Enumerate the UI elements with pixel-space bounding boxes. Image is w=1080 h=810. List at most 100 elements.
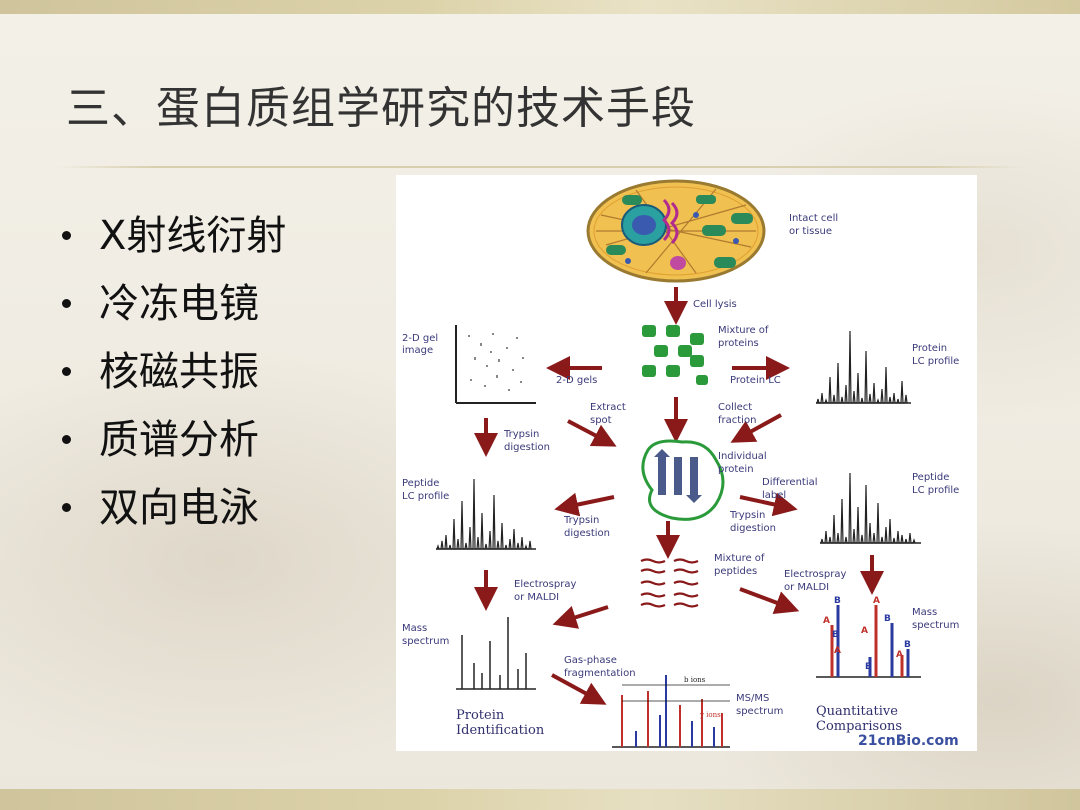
protein-identification-label-1: Protein (456, 708, 505, 723)
arrow-electrospray-left (552, 605, 609, 629)
peak-label-a: A (896, 650, 903, 660)
trypsin-mid-left-label-1: Trypsin (563, 515, 599, 526)
y-ions-label: y ions (699, 711, 721, 719)
bullet-item: X射线衍射 (62, 198, 286, 266)
arrow-electrospray-right (739, 587, 800, 615)
peak-label-a: A (823, 616, 830, 626)
trypsin-mid-left-label-2: digestion (564, 528, 610, 539)
mixture-proteins-label-1: Mixture of (718, 325, 769, 336)
individual-protein-icon (641, 439, 725, 521)
peptide-lc-right-label-1: Peptide (912, 472, 949, 483)
mass-spectrum-right-label-2: spectrum (912, 620, 959, 631)
mass-spectrum-left-label-2: spectrum (402, 636, 449, 647)
bottom-decor-bar (0, 789, 1080, 810)
protein-lc-label: Protein LC (730, 375, 781, 386)
bullet-text: 冷冻电镜 (99, 281, 259, 327)
peak-label-b: B (865, 662, 872, 672)
bullet-item: 双向电泳 (62, 470, 286, 538)
peak-label-b: B (904, 640, 911, 650)
workflow-diagram: Intact cell or tissue Cell lysis Mixture… (402, 179, 959, 749)
extract-spot-label-2: spot (590, 415, 612, 426)
cell-lysis-label: Cell lysis (693, 299, 737, 310)
bullet-dot (62, 298, 71, 308)
protein-lc-profile-label-2: LC profile (912, 356, 959, 367)
msms-label-1: MS/MS (736, 693, 769, 704)
trypsin-mid-right-label-1: Trypsin (729, 510, 765, 521)
peptide-lc-left-label-2: LC profile (402, 491, 449, 502)
2d-gel-image (455, 325, 536, 404)
bullet-item: 冷冻电镜 (62, 266, 286, 334)
bullet-dot (62, 230, 71, 240)
peptide-lc-left-plot (436, 478, 536, 550)
bullet-text: X射线衍射 (99, 213, 287, 259)
electrospray-right-label-1: Electrospray (784, 569, 846, 580)
peptide-mixture-icon (640, 558, 699, 608)
gel-image-label-1: 2-D gel (402, 333, 438, 344)
bullet-text: 核磁共振 (99, 349, 259, 395)
arrow-extract-spot (567, 419, 617, 447)
collect-fraction-label-1: Collect (718, 402, 752, 413)
slide-title: 三、蛋白质组学研究的技术手段 (66, 83, 696, 134)
trypsin-digestion-left-1: Trypsin (503, 429, 539, 440)
individual-protein-label-1: Individual (718, 451, 767, 462)
trypsin-mid-right-label-2: digestion (730, 523, 776, 534)
watermark: 21cnBio.com (858, 733, 959, 749)
gas-phase-label-2: fragmentation (564, 668, 636, 679)
protein-lc-profile-plot (816, 330, 911, 404)
title-divider (56, 166, 1026, 168)
quantitative-spectrum-plot (816, 605, 921, 678)
quantitative-label-1: Quantitative (816, 704, 898, 719)
peak-label-b: B (834, 596, 841, 606)
intact-cell-label-2: or tissue (789, 226, 832, 237)
arrow-differential-label (739, 492, 798, 517)
differential-label-2: label (762, 490, 786, 501)
bullet-dot (62, 434, 71, 444)
collect-fraction-label-2: fraction (718, 415, 756, 426)
peak-label-a: A (834, 646, 841, 656)
peak-label-a: A (861, 626, 868, 636)
peak-label-b: B (884, 614, 891, 624)
arrow-trypsin-mid-left (554, 492, 615, 517)
bullet-item: 核磁共振 (62, 334, 286, 402)
protein-identification-label-2: Identification (456, 723, 545, 738)
intact-cell-label-1: Intact cell (789, 213, 838, 224)
protein-lc-profile-label-1: Protein (912, 343, 947, 354)
mass-spectrum-left-plot (456, 617, 536, 690)
individual-protein-label-2: protein (718, 464, 754, 475)
msms-spectrum-plot (612, 675, 730, 748)
msms-label-2: spectrum (736, 706, 783, 717)
peak-label-a: A (873, 596, 880, 606)
proteomics-workflow-figure: Intact cell or tissue Cell lysis Mixture… (396, 175, 977, 751)
mixture-proteins-label-2: proteins (718, 338, 759, 349)
extract-spot-label-1: Extract (590, 402, 626, 413)
arrow-gas-phase (551, 673, 607, 705)
peptide-lc-left-label-1: Peptide (402, 478, 439, 489)
gel-image-label-2: image (402, 345, 433, 356)
arrow-collect-fraction (730, 413, 782, 443)
top-decor-bar (0, 0, 1080, 14)
mass-spectrum-left-label-1: Mass (402, 623, 427, 634)
trypsin-digestion-left-2: digestion (504, 442, 550, 453)
electrospray-left-label-2: or MALDI (514, 592, 559, 603)
bullet-list: X射线衍射 冷冻电镜 核磁共振 质谱分析 双向电泳 (62, 198, 286, 538)
gas-phase-label-1: Gas-phase (564, 655, 617, 666)
quantitative-label-2: Comparisons (816, 719, 902, 734)
peptide-lc-right-plot (820, 472, 921, 544)
bullet-dot (62, 502, 71, 512)
differential-label-1: Differential (762, 477, 818, 488)
two-d-gels-label: 2-D gels (556, 375, 597, 386)
cell-illustration (586, 179, 766, 283)
bullet-dot (62, 366, 71, 376)
bullet-text: 质谱分析 (99, 417, 259, 463)
electrospray-right-label-2: or MALDI (784, 582, 829, 593)
electrospray-left-label-1: Electrospray (514, 579, 576, 590)
b-ions-label: b ions (684, 676, 706, 684)
peak-label-b: B (832, 630, 839, 640)
bullet-text: 双向电泳 (99, 485, 259, 531)
mixture-peptides-label-2: peptides (714, 566, 757, 577)
mass-spectrum-right-label-1: Mass (912, 607, 937, 618)
mixture-peptides-label-1: Mixture of (714, 553, 765, 564)
protein-mixture-icon (642, 325, 708, 385)
bullet-item: 质谱分析 (62, 402, 286, 470)
peptide-lc-right-label-2: LC profile (912, 485, 959, 496)
